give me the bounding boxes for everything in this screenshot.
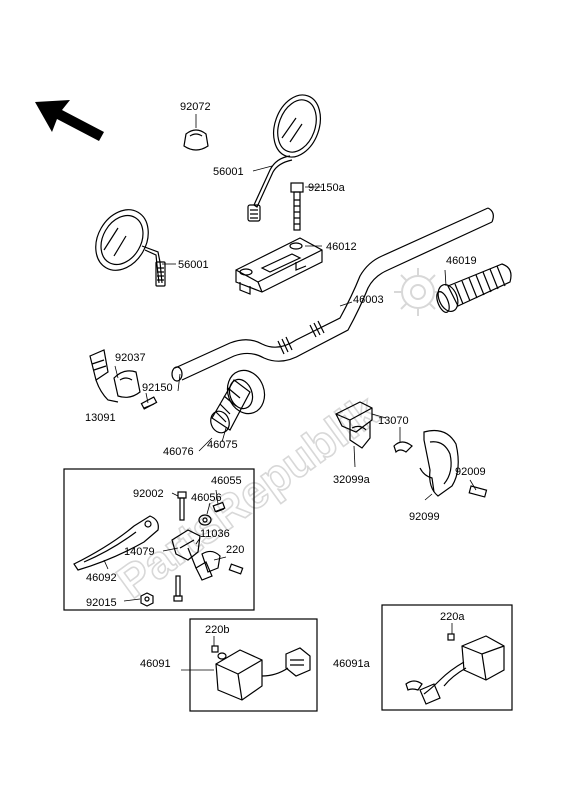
callout-92150: 92150 [142,382,173,394]
part-13070-cap [393,441,413,454]
callout-220: 220 [226,544,244,556]
leader-lines [103,114,477,671]
part-92072-clip [183,129,209,151]
part-56001-left-mirror [95,209,166,287]
part-46092-lever [73,515,159,571]
part-46075-left-grip [210,369,266,434]
callout-32099a: 32099a [333,474,371,486]
part-46056-washer [198,514,212,526]
callout-46012: 46012 [326,241,357,253]
callout-92002: 92002 [133,488,164,500]
part-14079-clamp [201,550,221,573]
callout-46056: 46056 [191,492,222,504]
callout-46055: 46055 [211,475,242,487]
part-92037-13091-clamp [89,349,158,410]
part-92150a-bolt [290,182,304,231]
part-46012-holder [235,237,323,295]
part-92002-bolt [177,491,187,521]
callout-46076: 46076 [163,446,194,458]
callout-220a: 220a [440,611,465,623]
callout-13091: 13091 [85,412,116,424]
part-56001-upper-mirror [247,94,321,222]
part-11036-bracket [171,529,213,581]
callout-92099: 92099 [409,511,440,523]
direction-arrow-icon [35,100,104,141]
part-46019-right-grip [436,263,512,313]
part-220-screw [228,563,244,575]
callout-46019: 46019 [446,255,477,267]
watermark: PartsRepublik [107,268,442,609]
callout-92150a: 92150a [308,182,346,194]
gear-watermark-icon [394,268,442,316]
callout-labels: 92072 56001 92150a 46012 56001 46019 460… [85,101,486,670]
callout-92072: 92072 [180,101,211,113]
callout-46091: 46091 [140,658,171,670]
part-46091-switch [211,645,311,701]
part-32099a-clamp [335,401,373,449]
part-46055-screw [212,501,226,513]
callout-14079: 14079 [124,546,155,558]
part-92015-nut [140,575,183,607]
callout-11036: 11036 [200,528,230,540]
callout-46091a: 46091a [333,658,371,670]
switch-box-left [189,618,318,712]
part-92009-screw [468,485,488,498]
callout-46003: 46003 [353,294,384,306]
callout-46075: 46075 [207,439,238,451]
switch-box-right [381,604,513,711]
callout-220b: 220b [205,624,229,636]
part-46091a-switch [405,633,505,705]
callout-13070: 13070 [378,415,409,427]
part-92099-housing [419,429,459,497]
callout-46092: 46092 [86,572,117,584]
callout-92037: 92037 [115,352,146,364]
callout-56001-left: 56001 [178,259,209,271]
callout-56001-upper: 56001 [213,166,244,178]
parts-drawings [63,94,513,712]
callout-92009: 92009 [455,466,486,478]
callout-92015: 92015 [86,597,117,609]
part-46003-handlebar [171,207,494,382]
lever-assembly-box [63,468,255,611]
